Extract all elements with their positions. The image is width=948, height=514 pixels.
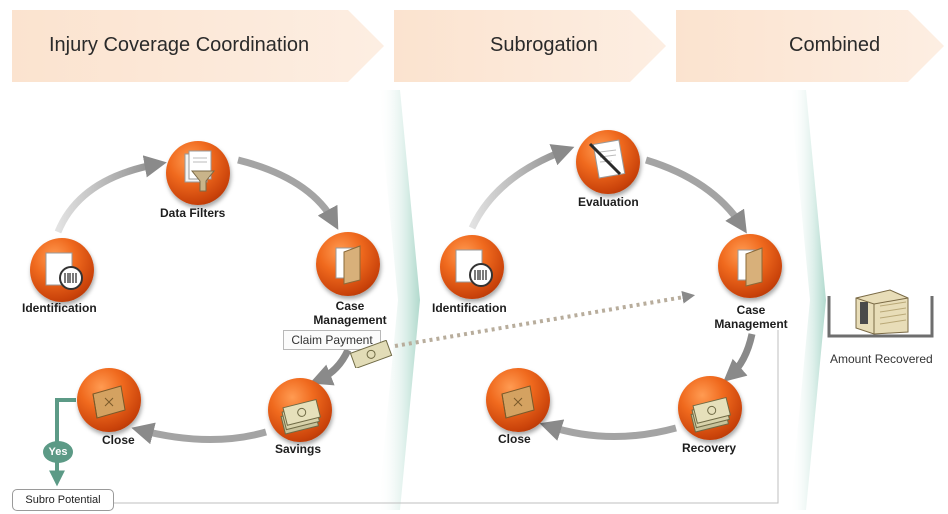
node-identification[interactable] <box>30 238 94 302</box>
label-savings: Savings <box>275 442 322 456</box>
node-s-close[interactable] <box>486 368 550 432</box>
cash-stack-icon <box>280 398 321 435</box>
label-s-case-management: Case Management <box>714 303 788 331</box>
label-recovery: Recovery <box>682 441 737 455</box>
amount-tray <box>827 296 934 338</box>
arc-s-case-to-recovery <box>723 333 756 382</box>
claim-payment-arrow <box>394 290 696 348</box>
arc-datafilters-to-case <box>237 156 339 230</box>
cash-stack-icon <box>690 396 731 433</box>
subro-potential-connector <box>112 330 779 504</box>
node-data-filters[interactable] <box>166 141 230 205</box>
folder-document-icon <box>737 247 763 287</box>
label-s-identification: Identification <box>432 301 507 315</box>
claim-payment-box: Claim Payment <box>283 330 381 350</box>
banner-subrogation-shape <box>394 10 666 82</box>
arc-s-evaluation-to-case <box>644 156 747 234</box>
banner-injury-label: Injury Coverage Coordination <box>49 34 310 56</box>
node-recovery[interactable] <box>678 376 742 440</box>
barcode-document-icon <box>45 252 83 290</box>
banner-injury-shape <box>12 10 384 82</box>
node-savings[interactable] <box>268 378 332 442</box>
divider-2 <box>790 90 826 510</box>
banner-combined-shape <box>676 10 944 82</box>
label-amount-recovered: Amount Recovered <box>830 352 933 366</box>
label-case-management: Case Management <box>313 299 387 327</box>
banner-subrogation-label: Subrogation <box>490 34 598 56</box>
label-data-filters: Data Filters <box>160 206 226 220</box>
label-s-close: Close <box>498 432 531 446</box>
arc-s-recovery-to-close <box>539 419 677 441</box>
barcode-document-icon <box>455 249 493 287</box>
node-case-management[interactable] <box>316 232 380 296</box>
cash-bill-icon <box>349 340 393 368</box>
folder-document-icon <box>335 245 361 285</box>
label-close: Close <box>102 433 135 447</box>
divider-1 <box>378 90 420 510</box>
arc-case-to-savings <box>309 348 352 386</box>
node-s-case-management[interactable] <box>718 234 782 298</box>
label-identification: Identification <box>22 301 97 315</box>
node-close[interactable] <box>77 368 141 432</box>
label-evaluation: Evaluation <box>578 195 639 209</box>
banner-combined-label: Combined <box>789 34 881 56</box>
arc-identification-to-datafilters <box>54 155 167 234</box>
money-box-icon <box>855 289 909 335</box>
arc-savings-to-close <box>131 422 267 445</box>
closed-box-icon <box>92 385 126 419</box>
node-s-identification[interactable] <box>440 235 504 299</box>
yes-badge: Yes <box>43 441 73 463</box>
arc-s-identification-to-evaluation <box>468 144 575 230</box>
document-funnel-icon <box>184 150 216 192</box>
subro-potential-box[interactable]: Subro Potential <box>12 489 114 511</box>
yes-connector <box>49 398 76 487</box>
node-evaluation[interactable] <box>576 130 640 194</box>
closed-box-icon <box>501 385 535 419</box>
pen-document-icon <box>588 139 626 179</box>
